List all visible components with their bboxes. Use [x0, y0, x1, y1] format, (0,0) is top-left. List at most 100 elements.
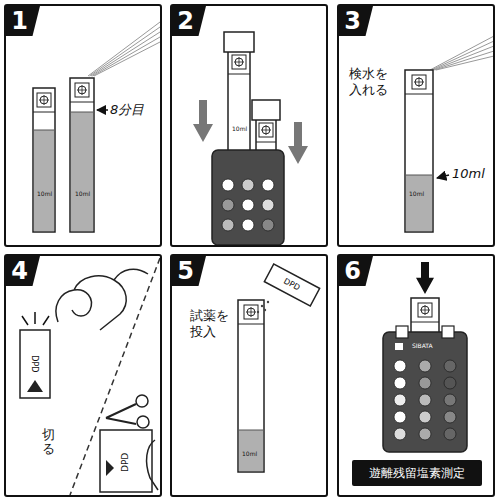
reagent-packet	[20, 330, 50, 398]
tube-rim	[228, 74, 250, 75]
reagent-powder	[261, 305, 263, 307]
color-window	[262, 179, 274, 191]
scale-label: 10ml	[232, 125, 247, 132]
logo-mark	[77, 85, 87, 95]
water-sample	[406, 175, 432, 231]
pouring-stream	[94, 42, 160, 76]
leader-arrow	[437, 175, 449, 178]
reagent-powder	[264, 309, 266, 311]
comparator-device	[383, 332, 467, 452]
water-sample	[239, 430, 263, 471]
scissors-handle	[137, 416, 149, 428]
direction-arrow	[288, 122, 308, 164]
color-window	[394, 394, 406, 406]
pouring-stream	[433, 46, 494, 70]
reagent-powder	[267, 301, 269, 303]
logo-mark	[246, 307, 256, 317]
water-line	[34, 130, 54, 131]
tube-cap	[252, 100, 280, 120]
logo-mark	[261, 125, 271, 135]
logo-mark	[420, 305, 430, 315]
leader-arrow	[97, 109, 108, 111]
pouring-stream	[91, 32, 160, 76]
logo-box	[244, 305, 258, 319]
water-sample	[34, 130, 54, 231]
step-panel: 検水を 入れる 10ml 10ml 3	[337, 4, 495, 247]
step-number: 4	[6, 256, 40, 286]
color-window	[222, 219, 234, 231]
test-tube	[405, 70, 433, 232]
instruction-text: 検水を 入れる	[349, 66, 393, 97]
step-number: 5	[172, 256, 206, 286]
direction-arrow	[416, 262, 434, 294]
impact-marks	[22, 312, 49, 325]
step-number: 6	[339, 256, 373, 286]
water-line	[239, 430, 263, 431]
reagent-packet	[100, 430, 152, 492]
step-panel: 10ml 2	[170, 4, 328, 247]
color-window	[444, 428, 456, 440]
caption-text: 遊離残留塩素測定	[369, 466, 465, 480]
pouring-stream	[435, 51, 495, 70]
step-number-text: 6	[344, 257, 361, 286]
scissors-blade	[106, 404, 136, 424]
reagent-powder	[257, 311, 259, 313]
color-window	[262, 219, 274, 231]
instruction-text: 切る	[42, 428, 55, 457]
logo-box	[75, 83, 89, 97]
logo-box	[232, 55, 246, 69]
color-window	[262, 199, 274, 211]
callout-text: 10ml	[452, 166, 485, 182]
step-panel: 切るDPDDPD4	[4, 254, 162, 497]
logo-box	[418, 303, 432, 317]
brand-mark	[395, 343, 403, 350]
test-tube	[33, 88, 55, 232]
color-window	[242, 219, 254, 231]
water-line	[71, 112, 93, 113]
tube-rim	[411, 322, 439, 323]
color-window	[444, 394, 456, 406]
tube-cap	[224, 32, 254, 52]
pouring-stream	[93, 37, 161, 76]
tube-rim	[33, 112, 55, 113]
color-window	[222, 179, 234, 191]
step-number: 2	[172, 6, 206, 36]
callout-text: 8分目	[110, 102, 144, 118]
pouring-stream	[88, 22, 160, 76]
slot-frame	[442, 326, 454, 338]
color-window	[394, 428, 406, 440]
slot-frame	[396, 326, 408, 338]
tube-rim	[405, 94, 433, 95]
direction-arrow	[193, 100, 213, 142]
color-window	[394, 377, 406, 389]
step-panel: 8分目10ml10ml1	[4, 4, 162, 247]
tube-rim	[238, 324, 264, 325]
divider-line	[70, 258, 160, 495]
step-panel: SIBATA6遊離残留塩素測定	[337, 254, 495, 497]
caption-band: 遊離残留塩素測定	[352, 460, 482, 486]
step-number: 3	[339, 6, 373, 36]
color-window	[444, 411, 456, 423]
logo-box	[37, 93, 51, 107]
color-window	[222, 199, 234, 211]
color-window	[242, 179, 254, 191]
scale-label: 10ml	[409, 190, 424, 197]
color-window	[444, 377, 456, 389]
step-number-text: 2	[177, 7, 194, 36]
logo-box	[412, 75, 426, 89]
pouring-stream	[90, 27, 161, 76]
packet-mark	[106, 460, 114, 476]
water-sample	[71, 112, 93, 231]
logo-box	[259, 123, 273, 137]
step-number-text: 1	[11, 7, 28, 36]
color-window	[419, 428, 431, 440]
step-number: 1	[6, 6, 40, 36]
color-window	[419, 411, 431, 423]
step-panel: 試薬を 投入10mlDPD5	[170, 254, 328, 497]
color-window	[419, 394, 431, 406]
logo-mark	[414, 77, 424, 87]
instruction-text: 試薬を 投入	[190, 308, 234, 339]
color-window	[242, 199, 254, 211]
